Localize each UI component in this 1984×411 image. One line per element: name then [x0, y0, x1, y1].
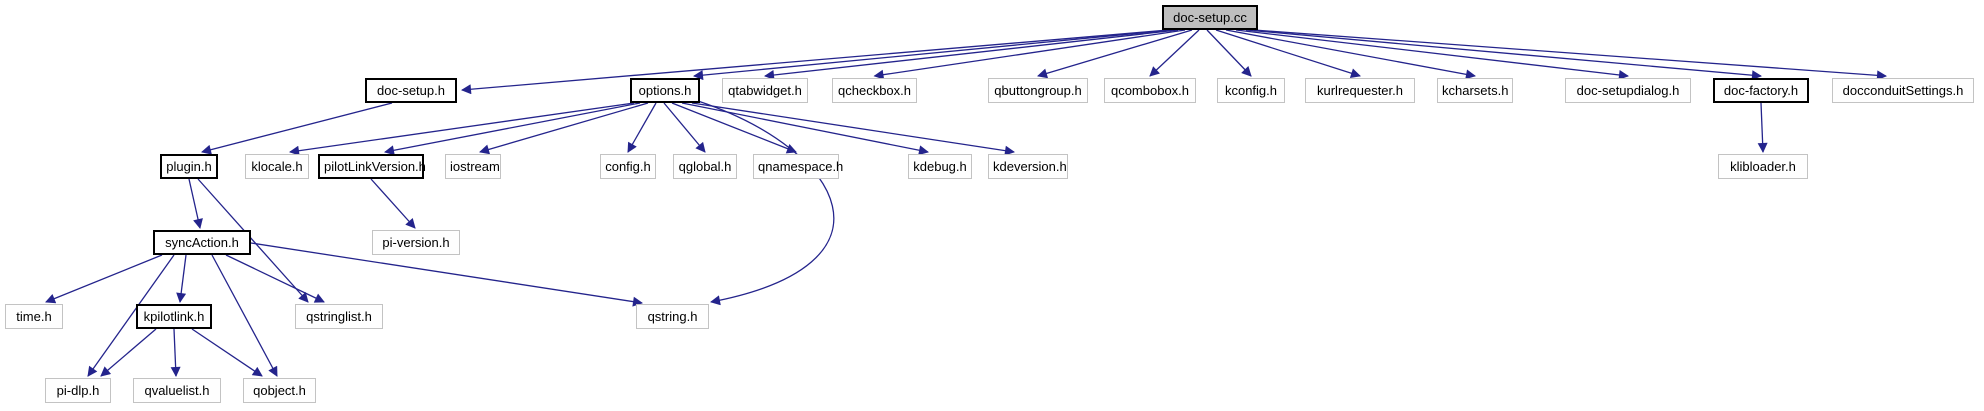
- edge-doc-setup-cc-to-qbuttongroup-h: [1037, 29, 1193, 79]
- edge-syncAction-h-to-qobject-h: [211, 254, 278, 377]
- node-klibloader-h: klibloader.h: [1718, 154, 1808, 179]
- node-kdeversion-h: kdeversion.h: [988, 154, 1068, 179]
- edge-doc-setup-cc-to-doc-setup-h: [461, 29, 1169, 95]
- node-klocale-h: klocale.h: [245, 154, 309, 179]
- edge-pilotLinkVersion-h-to-pi-version-h: [370, 178, 416, 229]
- node-iostream: iostream: [445, 154, 501, 179]
- node-pi-dlp-h: pi-dlp.h: [45, 378, 111, 403]
- edge-syncAction-h-to-kpilotlink-h: [176, 254, 187, 303]
- node-qtabwidget-h: qtabwidget.h: [722, 78, 808, 103]
- edge-doc-factory-h-to-klibloader-h: [1757, 102, 1768, 153]
- edge-options-h-to-qglobal-h: [663, 102, 706, 153]
- node-qnamespace-h: qnamespace.h: [753, 154, 843, 179]
- node-pilotLinkVersion-h[interactable]: pilotLinkVersion.h: [318, 154, 426, 179]
- edge-syncAction-h-to-qstringlist-h: [225, 254, 325, 303]
- node-kurlrequester-h: kurlrequester.h: [1305, 78, 1415, 103]
- edge-syncAction-h-to-time-h: [45, 254, 163, 304]
- edge-options-h-to-kdeversion-h: [691, 102, 1015, 156]
- node-qbuttongroup-h: qbuttongroup.h: [988, 78, 1088, 103]
- edge-options-h-to-qnamespace-h: [671, 102, 797, 154]
- node-time-h: time.h: [5, 304, 63, 329]
- edge-syncAction-h-to-pi-dlp-h: [87, 254, 175, 377]
- edge-options-h-to-kdebug-h: [681, 102, 929, 156]
- node-doc-setup-cc: doc-setup.cc: [1162, 5, 1258, 30]
- node-doc-setup-h[interactable]: doc-setup.h: [365, 78, 457, 103]
- node-docconduitSettings-h: docconduitSettings.h: [1832, 78, 1974, 103]
- edge-doc-setup-cc-to-kconfig-h: [1206, 29, 1252, 77]
- edge-doc-setup-cc-to-kcharsets-h: [1225, 29, 1476, 80]
- node-syncAction-h[interactable]: syncAction.h: [153, 230, 251, 255]
- edge-plugin-h-to-qstringlist-h: [197, 178, 309, 303]
- node-qstring-h: qstring.h: [636, 304, 709, 329]
- edge-options-h-to-pilotLinkVersion-h: [384, 102, 641, 156]
- node-kdebug-h: kdebug.h: [908, 154, 972, 179]
- edge-options-h-to-config-h: [627, 102, 657, 153]
- edge-kpilotlink-h-to-qvaluelist-h: [170, 328, 181, 377]
- edge-doc-setup-cc-to-doc-factory-h: [1245, 29, 1762, 81]
- edge-doc-setup-cc-to-options-h: [693, 29, 1173, 81]
- node-options-h[interactable]: options.h: [630, 78, 700, 103]
- node-plugin-h[interactable]: plugin.h: [160, 154, 218, 179]
- node-doc-setupdialog-h: doc-setupdialog.h: [1565, 78, 1691, 103]
- node-kpilotlink-h[interactable]: kpilotlink.h: [136, 304, 212, 329]
- edge-kpilotlink-h-to-qobject-h: [191, 328, 263, 377]
- edge-doc-setup-cc-to-doc-setupdialog-h: [1235, 29, 1629, 80]
- edge-doc-setup-cc-to-qcheckbox-h: [873, 29, 1186, 80]
- edge-doc-setup-h-to-plugin-h: [201, 102, 393, 155]
- node-qstringlist-h: qstringlist.h: [295, 304, 383, 329]
- node-qglobal-h: qglobal.h: [673, 154, 737, 179]
- node-qobject-h: qobject.h: [243, 378, 316, 403]
- edge-options-h-to-iostream: [479, 102, 649, 155]
- edge-doc-setup-cc-to-docconduitSettings-h: [1253, 29, 1887, 81]
- node-qcombobox-h: qcombobox.h: [1104, 78, 1196, 103]
- node-kcharsets-h: kcharsets.h: [1437, 78, 1513, 103]
- node-qcheckbox-h: qcheckbox.h: [832, 78, 917, 103]
- edge-doc-setup-cc-to-qcombobox-h: [1149, 29, 1200, 77]
- node-kconfig-h: kconfig.h: [1217, 78, 1285, 103]
- edge-syncAction-h-to-qstring-h: [250, 242, 643, 307]
- edge-options-h-to-klocale-h: [289, 102, 635, 156]
- node-pi-version-h: pi-version.h: [372, 230, 460, 255]
- node-qvaluelist-h: qvaluelist.h: [133, 378, 221, 403]
- edge-doc-setup-cc-to-qtabwidget-h: [764, 29, 1179, 80]
- edge-options-h-to-qstring-h: [697, 100, 835, 306]
- edge-plugin-h-to-syncAction-h: [188, 178, 203, 229]
- node-doc-factory-h[interactable]: doc-factory.h: [1713, 78, 1809, 103]
- edge-doc-setup-cc-to-kurlrequester-h: [1215, 29, 1361, 79]
- edge-kpilotlink-h-to-pi-dlp-h: [100, 328, 157, 377]
- node-config-h: config.h: [600, 154, 656, 179]
